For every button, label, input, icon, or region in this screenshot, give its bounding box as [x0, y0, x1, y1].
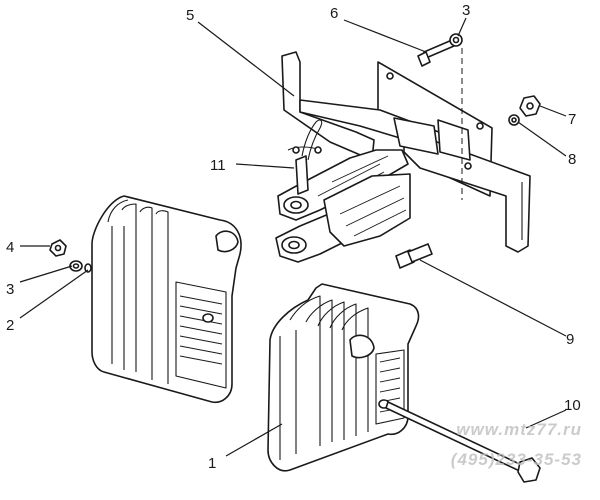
callout-2: 2 [6, 317, 14, 334]
callout-9: 9 [566, 331, 574, 348]
leader-5 [197, 21, 295, 97]
leader-lines [19, 17, 567, 457]
mounting-bracket [281, 48, 531, 253]
upper-bolt [417, 33, 463, 67]
nut-and-washer-left [49, 239, 92, 273]
leader-9 [419, 259, 567, 337]
callout-11: 11 [210, 157, 226, 174]
leader-1 [225, 423, 283, 457]
front-ballast-weight [267, 283, 541, 483]
leader-6 [343, 19, 427, 53]
lower-bolt [395, 243, 433, 269]
leader-10 [525, 409, 567, 429]
left-ballast-weight [91, 195, 242, 404]
nut-and-washer-right [508, 95, 541, 126]
callout-3a: 3 [6, 281, 14, 298]
callout-8: 8 [568, 151, 576, 168]
leader-2 [19, 269, 89, 319]
drawbar-clevis [275, 149, 411, 263]
callout-1: 1 [208, 455, 216, 472]
callout-3b: 3 [462, 2, 470, 19]
callout-4: 4 [6, 239, 14, 256]
callout-6: 6 [330, 5, 338, 22]
hitch-pin [287, 119, 323, 195]
callout-10: 10 [564, 397, 581, 414]
watermark-site: www.mtz77.ru [456, 420, 582, 439]
leader-11 [235, 163, 295, 169]
callout-5: 5 [186, 7, 194, 24]
callout-numbers: 1 2 3 3 4 5 6 7 8 9 10 11 [6, 2, 581, 472]
leader-3a [19, 265, 73, 283]
callout-7: 7 [568, 111, 576, 128]
leader-8 [517, 121, 567, 157]
leader-7 [539, 105, 567, 117]
watermark-phone: (495)233-35-53 [450, 450, 582, 469]
leader-3b [457, 17, 467, 37]
